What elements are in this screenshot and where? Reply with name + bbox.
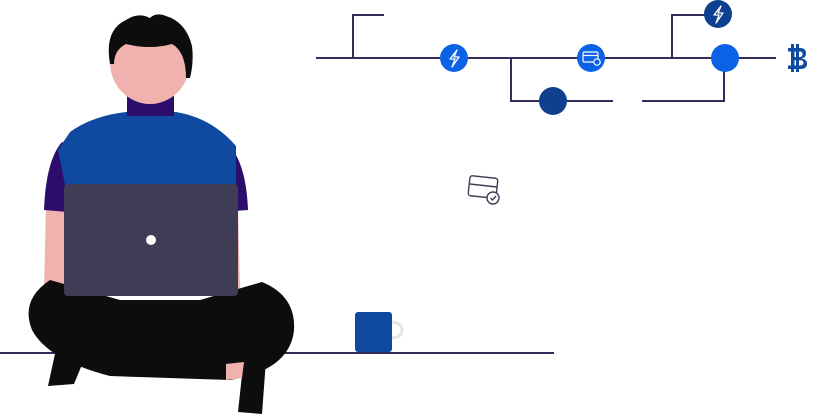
branch-top-left	[352, 14, 384, 58]
hair	[108, 14, 193, 78]
person-figure	[28, 14, 295, 414]
branch-bottom-middle	[510, 58, 613, 102]
credit-card-shield-icon	[467, 175, 500, 205]
laptop-logo	[146, 235, 156, 245]
left-arm	[44, 205, 66, 298]
dark-node-bottom	[539, 87, 567, 115]
crossed-legs	[28, 280, 295, 380]
branch-top-right	[671, 14, 706, 58]
sweater	[58, 112, 236, 190]
bright-node-right	[711, 44, 739, 72]
lightning-bolt-icon	[449, 49, 460, 68]
ankle	[226, 362, 244, 380]
bitcoin-icon	[788, 44, 807, 72]
network-lines	[316, 14, 776, 102]
right-shoe	[238, 356, 266, 414]
card-node	[577, 44, 605, 72]
lightning-node	[440, 44, 468, 72]
lightning-bolt-icon	[713, 5, 724, 24]
left-shoe	[48, 340, 88, 386]
credit-card-shield-icon	[582, 51, 601, 66]
top-lightning-node	[704, 0, 732, 28]
branch-bottom-right	[642, 58, 725, 102]
coffee-mug	[355, 312, 404, 352]
